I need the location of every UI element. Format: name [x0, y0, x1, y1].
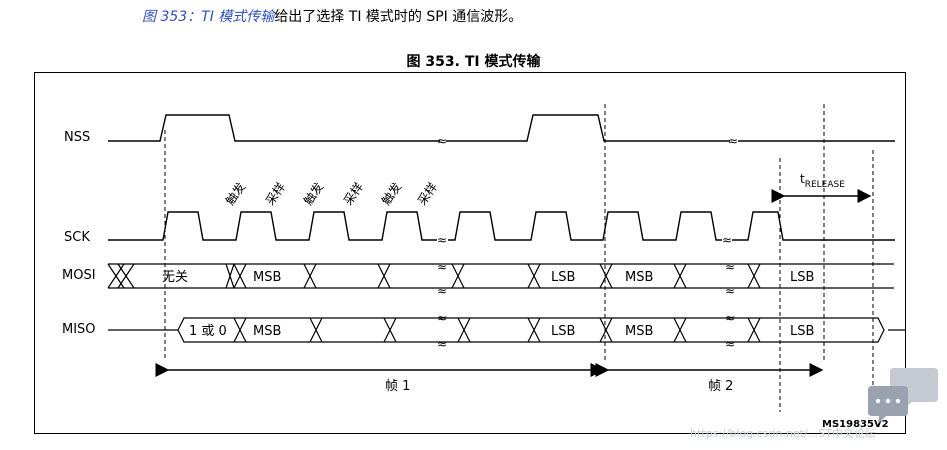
- figure-code: MS19835V2: [822, 419, 889, 430]
- svg-text:≈: ≈: [437, 134, 447, 148]
- intro-text: 给出了选择 TI 模式时的 SPI 通信波形。: [274, 9, 523, 25]
- miso-cell-msb-2: MSB: [625, 324, 653, 339]
- miso-label: MISO: [62, 322, 96, 337]
- svg-text:≈: ≈: [725, 284, 735, 298]
- svg-text:≈: ≈: [437, 311, 447, 325]
- figure-reference-link[interactable]: 图 353：TI 模式传输: [142, 9, 275, 25]
- svg-text:≈: ≈: [437, 337, 447, 351]
- t-release-label: tRELEASE: [800, 172, 845, 190]
- intro-line: 图 353：TI 模式传输给出了选择 TI 模式时的 SPI 通信波形。: [142, 8, 522, 26]
- miso-cell-lsb-1: LSB: [551, 324, 575, 339]
- figure-title: 图 353. TI 模式传输: [406, 54, 541, 70]
- guide-lines: [164, 104, 874, 412]
- mosi-cell-msb-2: MSB: [625, 270, 653, 285]
- svg-text:≈: ≈: [725, 311, 735, 325]
- frame-2-label: 帧 2: [708, 379, 733, 394]
- edge-label-trigger-1: 触发: [222, 179, 248, 207]
- nss-waveform: [108, 114, 895, 142]
- miso-cell-lsb-2: LSB: [790, 324, 814, 339]
- svg-text:≈: ≈: [725, 260, 735, 274]
- diagram-frame: [34, 72, 906, 434]
- edge-label-trigger-3: 触发: [378, 179, 404, 207]
- svg-text:≈: ≈: [728, 134, 738, 148]
- mosi-bus: [107, 263, 894, 289]
- nss-label: NSS: [64, 130, 90, 145]
- svg-text:≈: ≈: [722, 233, 732, 247]
- watermark-text: https://blog.csdn.net/...ST中文论坛: [690, 426, 876, 440]
- mosi-cell-msb-1: MSB: [253, 270, 281, 285]
- chat-bubble-icon: [868, 368, 938, 424]
- sck-waveform: [108, 211, 895, 241]
- edge-label-sample-2: 采样: [340, 179, 366, 207]
- mosi-cell-dont-care: 无关: [162, 270, 188, 285]
- svg-text:≈: ≈: [437, 233, 447, 247]
- edge-label-sample-3: 采样: [414, 179, 440, 207]
- svg-text:≈: ≈: [437, 260, 447, 274]
- edge-label-sample-1: 采样: [262, 179, 288, 207]
- svg-text:≈: ≈: [437, 284, 447, 298]
- miso-bus: [108, 317, 906, 343]
- miso-cell-msb-1: MSB: [253, 324, 281, 339]
- mosi-cell-lsb-2: LSB: [790, 270, 814, 285]
- mosi-label: MOSI: [62, 268, 96, 283]
- svg-text:≈: ≈: [725, 337, 735, 351]
- edge-label-trigger-2: 触发: [300, 179, 326, 207]
- frame-1-label: 帧 1: [385, 379, 410, 394]
- miso-cell-1-or-0: 1 或 0: [189, 324, 227, 339]
- mosi-cell-lsb-1: LSB: [551, 270, 575, 285]
- sck-label: SCK: [64, 230, 90, 245]
